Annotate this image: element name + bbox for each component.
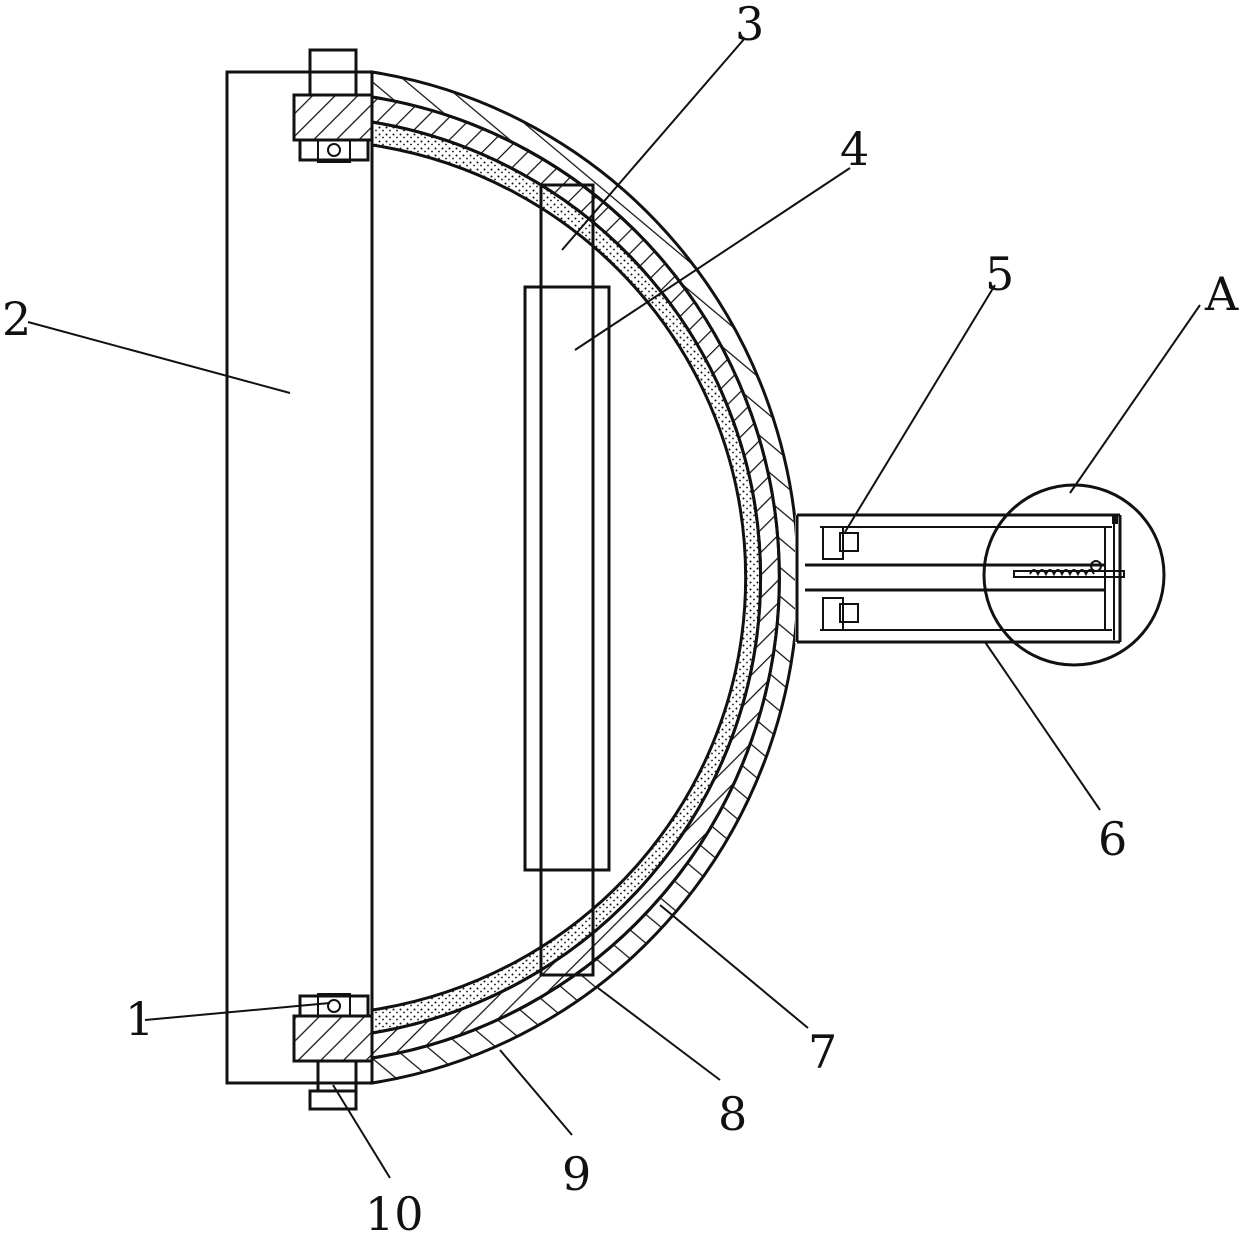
top-hinge xyxy=(294,50,372,162)
detail-a-callout xyxy=(984,485,1164,665)
label-3: 3 xyxy=(735,0,764,51)
label-1: 1 xyxy=(125,992,154,1046)
leader-A xyxy=(1070,305,1200,493)
label-6: 6 xyxy=(1098,812,1127,866)
label-5: 5 xyxy=(985,247,1014,301)
label-9: 9 xyxy=(562,1147,591,1201)
leader-5 xyxy=(845,285,995,532)
label-10: 10 xyxy=(365,1187,424,1235)
bottom-hinge xyxy=(294,994,372,1109)
label-8: 8 xyxy=(718,1087,747,1141)
label-2: 2 xyxy=(2,292,31,346)
leader-6 xyxy=(985,642,1100,810)
support-rod xyxy=(541,185,593,975)
leader-9 xyxy=(500,1050,572,1135)
label-7: 7 xyxy=(808,1025,837,1079)
inner-foam-layer xyxy=(372,122,761,1033)
leader-8 xyxy=(598,988,720,1080)
middle-ring-layer xyxy=(372,97,779,1058)
label-A: A xyxy=(1204,267,1239,321)
label-4: 4 xyxy=(840,122,869,176)
body-frame xyxy=(227,72,372,1083)
leader-10 xyxy=(333,1085,390,1178)
leader-2 xyxy=(28,322,290,393)
leader-7 xyxy=(660,905,808,1028)
support-sleeve xyxy=(525,287,609,870)
